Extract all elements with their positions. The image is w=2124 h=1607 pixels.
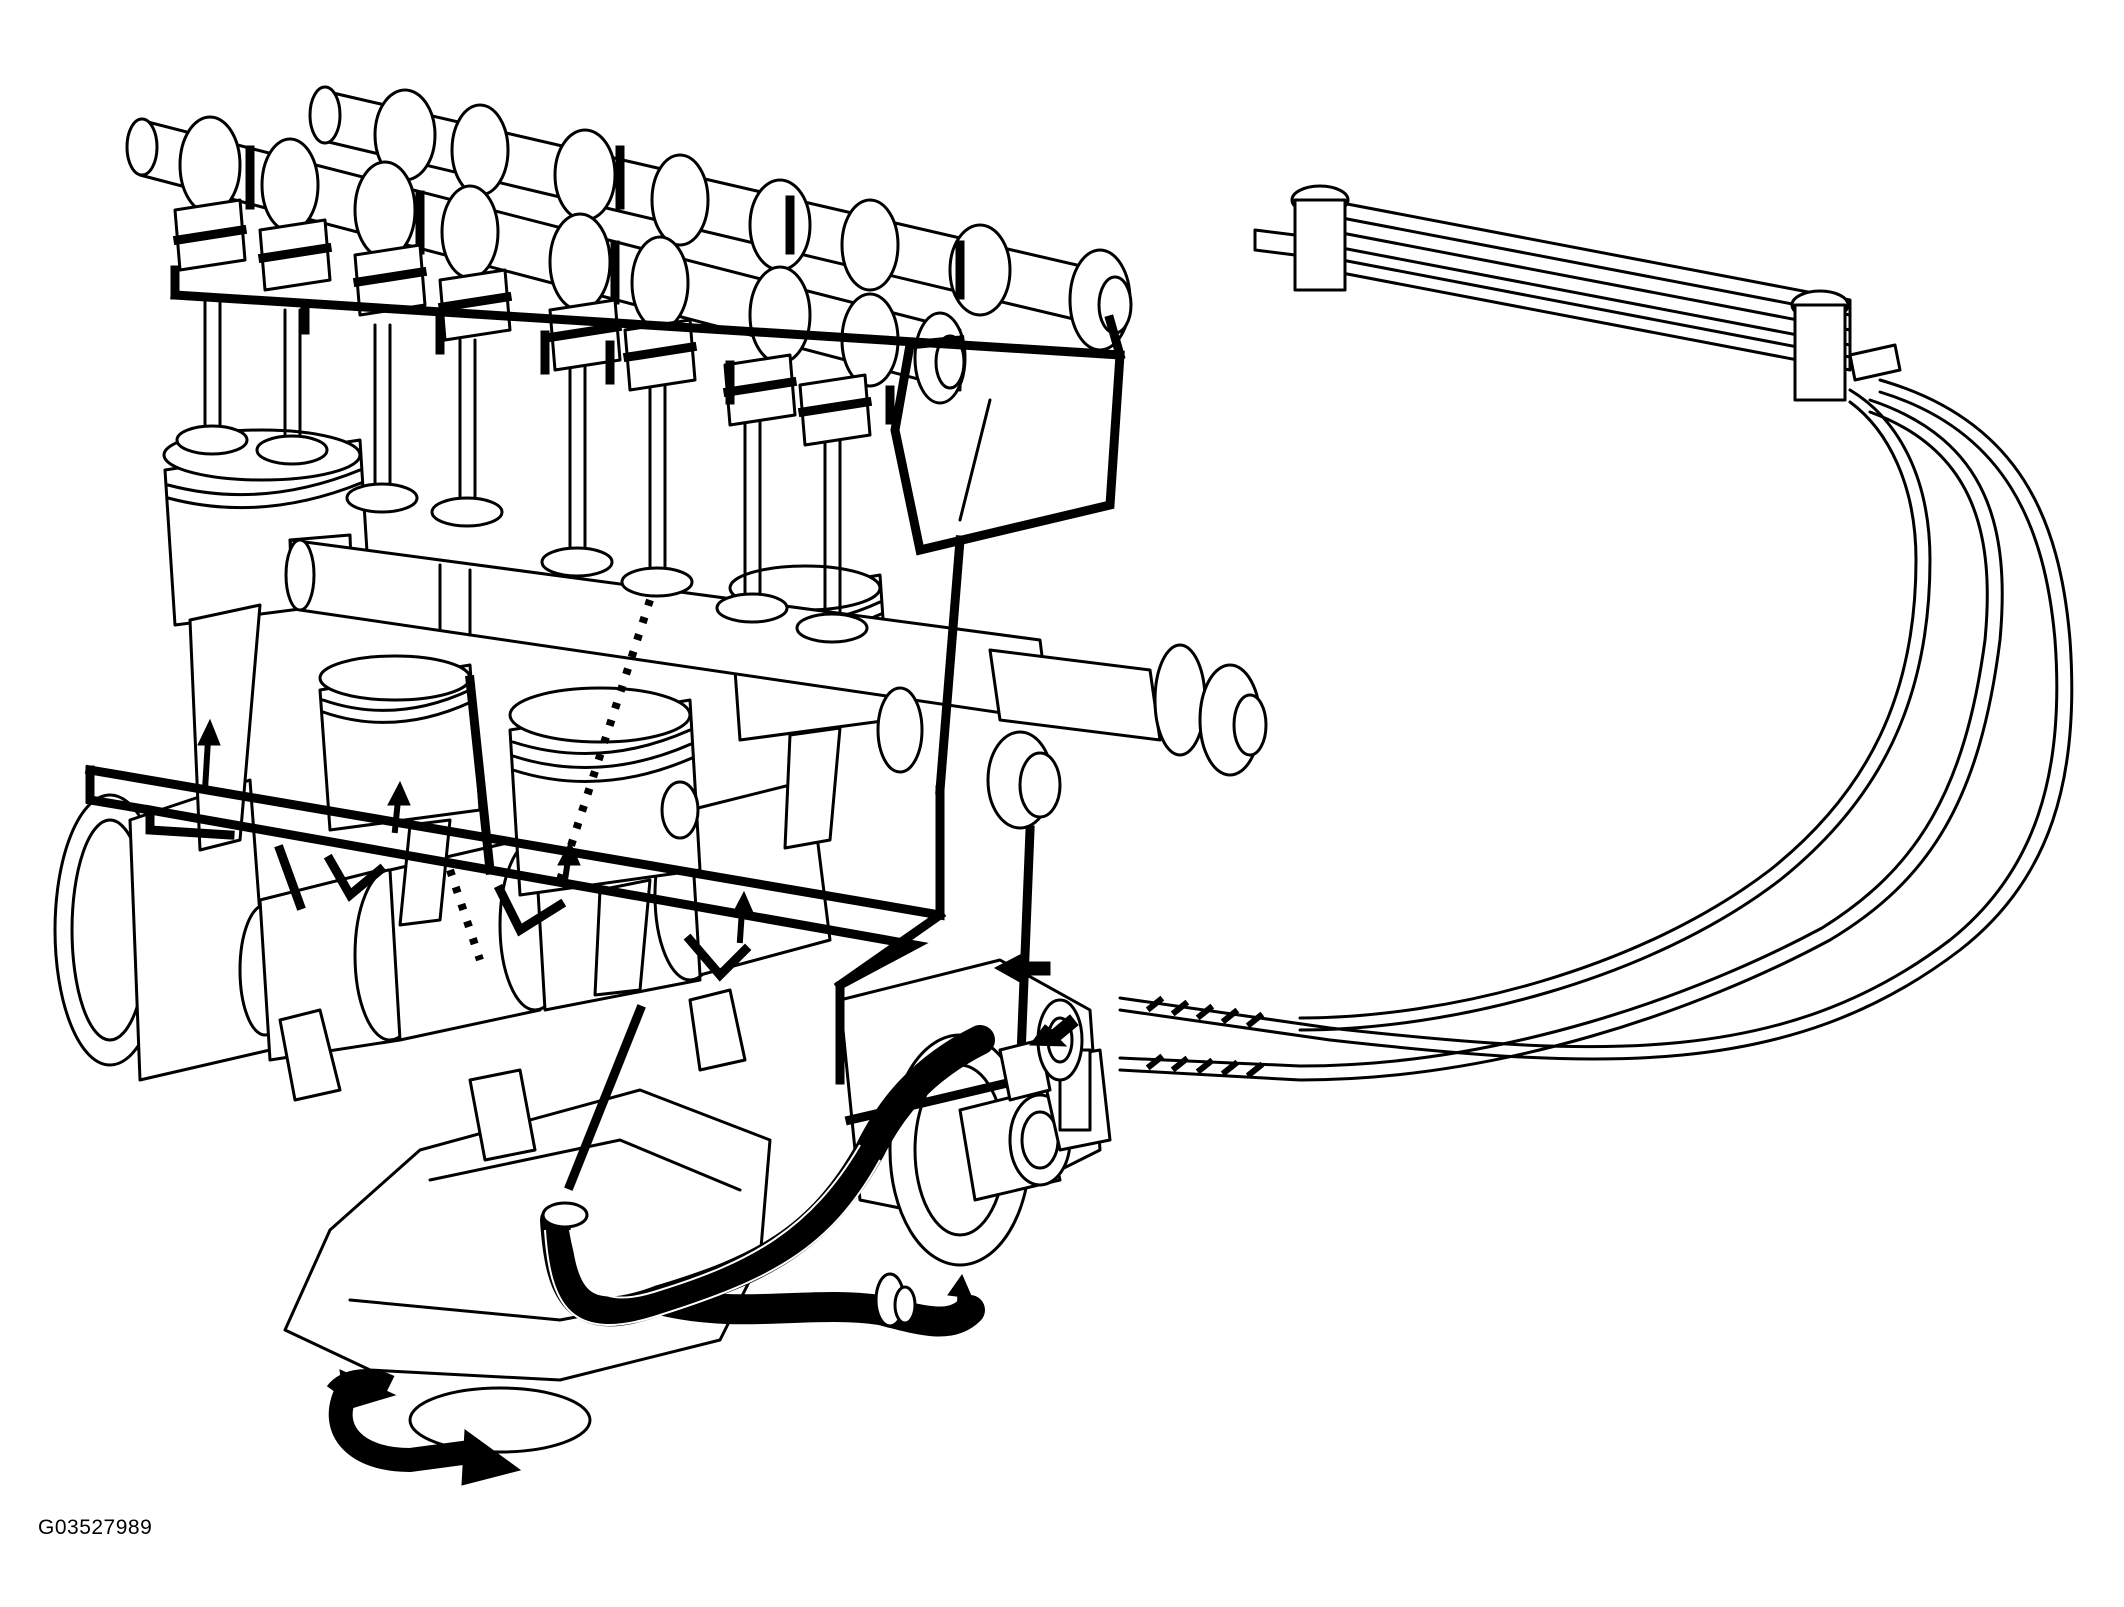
main-oil-gallery: [284, 538, 1268, 830]
flow-arrow: [933, 1273, 973, 1334]
flow-arrow: [557, 840, 581, 884]
flow-arrow: [197, 718, 221, 794]
flow-arrow: [993, 954, 1051, 983]
oil-pan-flow-arrow: [326, 1369, 522, 1486]
oil-flow-arrows: [197, 718, 1079, 1486]
front-camshaft: [125, 115, 967, 447]
valves: [175, 298, 992, 644]
flow-arrow: [731, 890, 755, 944]
flow-arrow: [1029, 1014, 1079, 1047]
rear-camshaft: [308, 85, 1133, 352]
cooler-line-dash-marks: [1145, 995, 1265, 1079]
upper-oil-gallery: [170, 265, 1126, 556]
oil-cooler-lines: [1118, 378, 2074, 1082]
oil-flow-dotted-paths: [446, 598, 654, 962]
oil-cooler: [1253, 184, 1902, 402]
flow-arrow: [387, 780, 411, 834]
figure-code: G03527989: [38, 1516, 153, 1539]
